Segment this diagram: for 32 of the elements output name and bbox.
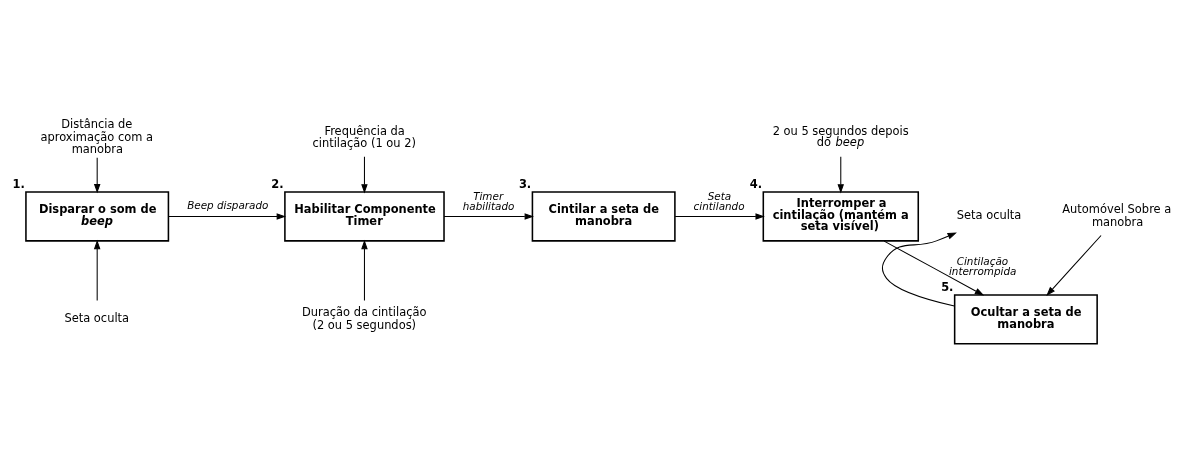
edge-label: Beep disparado xyxy=(187,198,269,211)
arrow xyxy=(93,156,101,193)
node-label: 2. xyxy=(271,176,284,191)
arrow xyxy=(93,239,101,301)
node-label: 3. xyxy=(518,176,532,191)
arrow xyxy=(674,212,765,220)
node-text: Automóvel Sobre a manobra xyxy=(1062,201,1172,229)
arrow xyxy=(443,212,534,220)
node-text: Seta oculta xyxy=(64,310,130,325)
node-box: Cintilar a seta de manobra xyxy=(531,190,676,242)
node-text: Frequência da cintilação (1 ou 2) xyxy=(312,123,416,150)
arrow xyxy=(167,212,286,220)
arrow xyxy=(837,155,845,194)
node-box: Habilitar Componente Timer xyxy=(284,190,445,242)
node-text: 2 ou 5 segundos depois do beep xyxy=(772,123,909,149)
edge-label: Timer habilitado xyxy=(462,189,515,212)
node-box: Disparar o som de beep xyxy=(25,190,170,242)
node-label: 5. xyxy=(941,279,954,294)
arrow xyxy=(1046,234,1102,296)
edge-label: Cintilação interrompida xyxy=(948,254,1017,277)
node-text: Seta oculta xyxy=(956,207,1022,222)
node-box: Ocultar a seta de manobra xyxy=(953,293,1098,345)
arrow xyxy=(881,231,957,306)
node-text: Duração da cintilação (2 ou 5 segundos) xyxy=(302,304,427,332)
node-label: 4. xyxy=(749,176,763,191)
node-text: Distância de aproximação com a manobra xyxy=(40,116,153,156)
arrow xyxy=(883,240,985,296)
node-box: Interromper a cintilação (mantém a seta visível) xyxy=(762,190,920,242)
node-label: 1. xyxy=(12,176,25,191)
arrow xyxy=(361,239,368,301)
arrow xyxy=(361,155,368,194)
edge-label: Seta cintilando xyxy=(693,189,745,212)
